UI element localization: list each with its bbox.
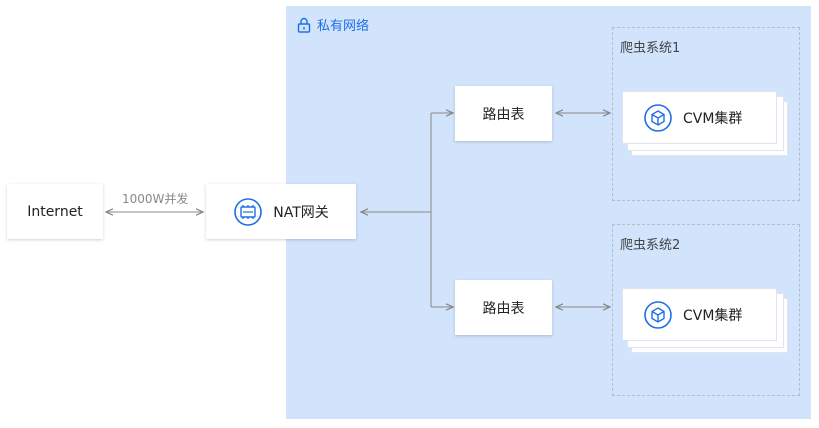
route-table-1[interactable]: 路由表	[455, 86, 552, 141]
cvm-cluster-1-label: CVM集群	[683, 110, 743, 127]
concurrency-label: 1000W并发	[122, 192, 189, 206]
internet-label: Internet	[27, 203, 83, 220]
cvm-cluster-1[interactable]: CVM集群	[622, 91, 777, 144]
crawler-system-2-label: 爬虫系统2	[620, 238, 681, 253]
private-network-title: 私有网络	[297, 15, 369, 34]
cvm-cube-icon	[644, 300, 672, 329]
private-network-label: 私有网络	[317, 19, 370, 34]
crawler-system-1-group	[612, 27, 800, 201]
cvm-cube-icon	[644, 103, 672, 132]
crawler-system-2-group	[612, 224, 800, 396]
route-table-2-label: 路由表	[482, 300, 525, 317]
nat-gateway-label: NAT网关	[273, 204, 329, 221]
nat-gateway-icon	[234, 197, 263, 226]
cvm-cluster-2[interactable]: CVM集群	[622, 288, 777, 341]
nat-gateway-node[interactable]: NAT网关	[206, 184, 356, 239]
crawler-system-1-label: 爬虫系统1	[620, 41, 681, 56]
route-table-2[interactable]: 路由表	[455, 280, 552, 335]
route-table-1-label: 路由表	[482, 106, 525, 123]
internet-node[interactable]: Internet	[7, 184, 103, 239]
lock-icon	[297, 17, 311, 33]
cvm-cluster-2-label: CVM集群	[683, 307, 743, 324]
